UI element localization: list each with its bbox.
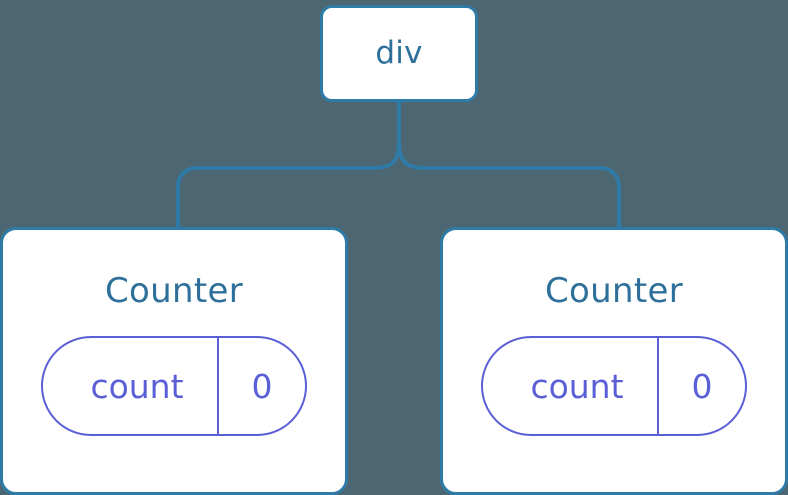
state-key-right: count (530, 366, 624, 406)
node-root-div[interactable]: div (320, 5, 478, 102)
state-value-left: 0 (251, 366, 273, 406)
node-counter-left-label: Counter (105, 271, 243, 311)
node-root-label: div (375, 35, 423, 71)
node-counter-right-label: Counter (545, 271, 683, 311)
state-divider-left (217, 338, 219, 434)
state-pill-right[interactable]: count 0 (481, 336, 747, 436)
node-counter-left[interactable]: Counter count 0 (0, 227, 348, 495)
state-divider-right (657, 338, 659, 434)
state-value-right: 0 (691, 366, 713, 406)
connector-branch-left (176, 142, 401, 227)
node-counter-right[interactable]: Counter count 0 (440, 227, 788, 495)
state-key-left: count (90, 366, 184, 406)
state-pill-left[interactable]: count 0 (41, 336, 307, 436)
connector-branch-right (397, 142, 621, 227)
